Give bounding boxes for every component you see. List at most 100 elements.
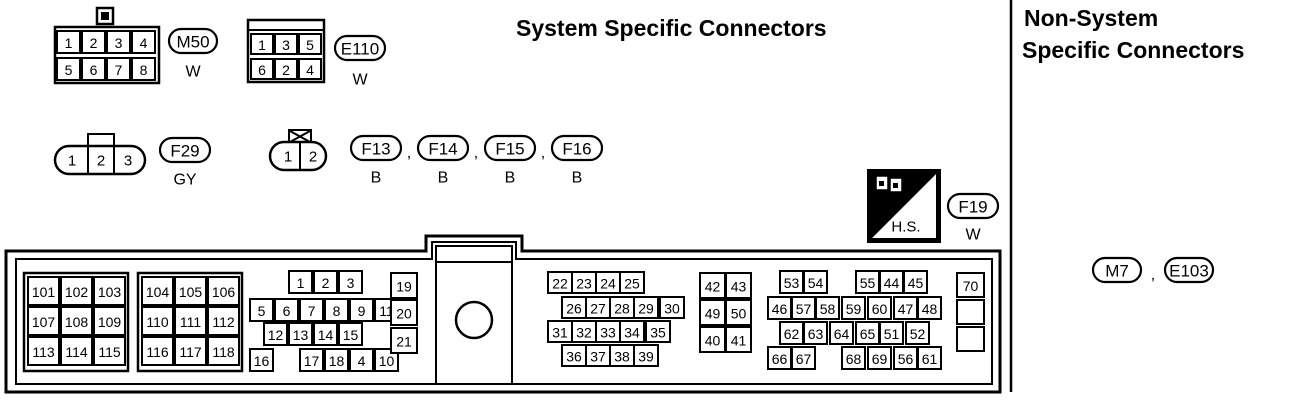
ecm-pin-43-label: 43 [731,279,747,295]
ecm-pin-42-label: 42 [705,279,721,295]
e110-pin-5-label: 5 [306,37,314,53]
group-badge-f15-id: F15 [495,140,524,159]
e110-pin-3-label: 3 [282,37,290,53]
m50-pin-6-box [81,57,106,81]
ecm-pin-101-label: 101 [32,284,56,300]
ecm-pin-20-label: 20 [396,306,412,322]
ecm-pin-13-label: 13 [293,327,309,343]
ecm-pin-undefined-box [956,299,985,325]
ecm-pin-63-box [803,321,828,345]
ecm-pin-undefined-box [956,326,985,352]
hs-icon [875,175,903,193]
ecm-pin-47-label: 47 [898,301,914,317]
ecm-pin-109-label: 109 [98,314,122,330]
f29-pin-2: 2 [97,153,105,170]
ecm-pin-4-box [349,348,374,372]
ecm-pin-3-box [338,270,363,294]
ecm-pin-14-box [313,322,338,346]
ecm-pin-118-box [207,336,240,366]
ecm-pin-13-box [288,322,313,346]
ecm-pin-15-box [338,322,363,346]
ecm-pin-24-label: 24 [600,276,616,292]
ecm-pin-113-label: 113 [32,344,55,360]
ecm-pin-64-label: 64 [834,326,850,342]
m50-latch-core [101,12,109,20]
ecm-pin-30-box [659,296,685,319]
e110-pin-4-box [298,58,322,80]
f29-pin-3: 3 [124,153,132,170]
ecm-pin-61-box [917,346,942,370]
nonsys-badge-e103-outline [1163,256,1215,284]
ecm-pin-38-label: 38 [614,349,630,365]
ecm-pin-10-label: 10 [379,353,395,369]
ecm-pin-23-label: 23 [576,276,592,292]
ecm-pin-14-label: 14 [318,327,334,343]
ecm-pin-19-label: 19 [396,279,412,295]
ecm-pin-106-box [207,276,240,306]
ecm-pin-105-box [174,276,207,306]
ecm-pin-46-label: 46 [772,301,788,317]
ecm-pin-18-label: 18 [329,353,345,369]
ecm-pin-55-label: 55 [860,275,876,291]
ecm-pin-65-label: 65 [860,326,876,342]
nonsys-badge-e103-id: E103 [1169,262,1209,281]
m50-pin-8-box [131,57,156,81]
ecm-pin-3-label: 3 [347,275,355,291]
ecm-pin-25-label: 25 [624,276,640,292]
ecm-pin-107-box [27,306,60,336]
ecm-pin-27-label: 27 [590,301,606,317]
ecm-pin-41-label: 41 [731,333,747,349]
ecm-pin-48-label: 48 [922,301,938,317]
m50-pin-5-label: 5 [65,62,73,78]
ecm-pin-42-box [699,272,726,299]
ecm-pin-115-box [93,336,126,366]
ecm-pin-21-label: 21 [396,334,412,350]
ecm-pin-6-label: 6 [283,303,291,319]
f13-pin-2: 2 [309,149,317,166]
e110-pin-2-box [274,58,298,80]
ecm-pin-51-label: 51 [884,326,900,342]
ecm-pin-116-box [141,336,174,366]
e110-pin-3-box [274,33,298,55]
ecm-pin-6-box [274,298,299,322]
ecm-pin-5-box [249,298,274,322]
ecm-pin-118-label: 118 [212,344,235,360]
ecm-pin-1-label: 1 [297,275,305,291]
non-system-heading-line2: Specific Connectors [1022,37,1245,63]
ecm-pin-66-label: 66 [772,351,788,367]
ecm-pin-4-label: 4 [358,353,366,369]
ecm-pin-26-label: 26 [566,301,582,317]
ecm-pin-52-label: 52 [910,326,926,342]
ecm-pin-18-box [324,348,349,372]
ecm-pin-114-label: 114 [65,344,88,360]
ecm-pin-102-label: 102 [65,284,89,300]
f29-pin-1: 1 [68,153,76,170]
f13-pin-1: 1 [284,149,292,166]
ecm-pin-28-label: 28 [614,301,630,317]
ecm-pin-40-label: 40 [705,333,721,349]
ecm-pin-60-box [867,296,892,320]
ecm-pin-110-label: 110 [146,314,169,330]
e110-pin-2-label: 2 [282,62,290,78]
m50-pin-7-label: 7 [115,62,123,78]
ecm-pin-59-box [841,296,866,320]
ecm-pin-45-box [903,270,928,294]
ecm-pin-33-label: 33 [600,325,616,341]
ecm-pin-53-label: 53 [784,275,800,291]
ecm-pin-43-box [725,272,752,299]
ecm-pin-112-box [207,306,240,336]
ecm-pin-49-label: 49 [705,306,721,322]
group-badge-f13-id: F13 [361,140,390,159]
ecm-pin-104-box [141,276,174,306]
ecm-pin-111-label: 111 [180,314,201,330]
ecm-pin-109-box [93,306,126,336]
e110-pin-5-box [298,33,322,55]
ecm-pin-16-box [249,348,274,372]
m50-badge-outline [167,27,219,55]
f13-lock-x2 [289,130,311,143]
ecm-pin-29-label: 29 [638,301,654,317]
ecm-pin-67-box [791,346,816,370]
ecm-pin-112-label: 112 [212,314,235,330]
f19-color: W [965,227,981,244]
ecm-pin-2-label: 2 [322,275,330,291]
